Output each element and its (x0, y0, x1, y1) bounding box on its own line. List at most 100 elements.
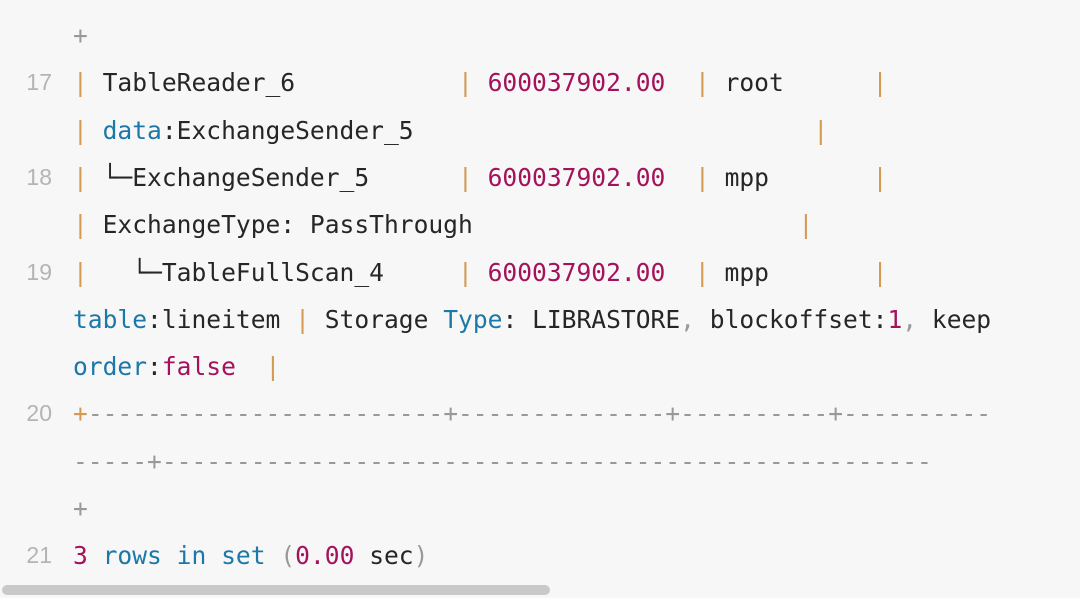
code-token: , (902, 304, 918, 334)
code-token: + (73, 399, 88, 429)
code-token: | (694, 162, 725, 192)
code-token: ------------------------ (87, 399, 444, 429)
code-token: keep (917, 304, 992, 334)
code-token: rows (102, 541, 162, 571)
code-text: + (73, 12, 88, 59)
code-token: ( (280, 541, 296, 571)
code-line: 17| TableReader_6 | 600037902.00 | root … (0, 59, 1080, 106)
code-text: | ExchangeType: PassThrough | (73, 201, 813, 248)
code-token: 3 (73, 541, 88, 571)
code-text: | TableReader_6 | 600037902.00 | root | (73, 59, 887, 106)
code-line: 21 3 rows in set (0.00 sec) (0, 532, 1080, 579)
code-token: sec (354, 541, 414, 571)
line-number: 20 (26, 400, 52, 427)
code-token: | (73, 68, 103, 98)
line-number: 19 (26, 258, 52, 285)
code-token: ---------- (680, 399, 829, 429)
code-token: └─TableFullScan_4 (132, 257, 458, 287)
code-token (206, 541, 221, 570)
code-token: | (458, 162, 488, 192)
code-token: + (443, 399, 458, 429)
code-text: | data:ExchangeSender_5 | (73, 107, 828, 154)
code-token: -------------- (458, 399, 666, 429)
code-token: └─ExchangeSender_5 (102, 162, 458, 192)
code-line: | ExchangeType: PassThrough | (0, 201, 1080, 248)
code-line: table:lineitem | Storage Type: LIBRASTOR… (0, 296, 1080, 343)
code-token: ---------- (843, 399, 992, 429)
code-text: 3 rows in set (0.00 sec) (73, 532, 428, 579)
code-token (665, 258, 695, 287)
code-token: ) (413, 541, 429, 571)
code-text: order:false | (73, 343, 280, 390)
code-token: | (73, 257, 133, 287)
code-token: : LIBRASTORE (502, 304, 681, 334)
code-token: :ExchangeSender_5 (161, 115, 814, 145)
code-token: root (724, 68, 873, 98)
code-token: | (265, 352, 281, 382)
code-token: ----------------------------------------… (161, 446, 932, 476)
code-token: TableReader_6 (102, 68, 458, 98)
code-line: 20+------------------------+------------… (0, 390, 1080, 437)
code-token: ExchangeType: PassThrough (102, 210, 799, 240)
code-token (665, 163, 695, 192)
code-token: + (73, 21, 88, 50)
scrollbar-thumb[interactable] (2, 585, 550, 595)
code-text: + (73, 485, 88, 532)
horizontal-scrollbar[interactable] (0, 582, 1080, 598)
code-token: | (813, 115, 829, 145)
code-token: blockoffset: (694, 304, 888, 334)
code-token: table (73, 304, 148, 334)
code-line: + (0, 485, 1080, 532)
code-token: + (73, 494, 88, 523)
code-token: false (161, 352, 236, 382)
code-token: + (665, 399, 681, 429)
code-token: mpp (724, 257, 873, 287)
code-token: | (295, 304, 325, 334)
code-token (665, 68, 695, 97)
code-token: 600037902.00 (487, 162, 666, 192)
code-token: | (872, 68, 888, 98)
code-token: | (73, 162, 103, 192)
code-token: | (872, 257, 888, 287)
line-number: 18 (26, 163, 52, 190)
code-token: | (458, 68, 488, 98)
code-token: order (73, 352, 148, 382)
code-text: +------------------------+--------------… (73, 390, 991, 437)
code-token (266, 541, 281, 570)
code-line: 19 | └─TableFullScan_4 | 600037902.00 | m… (0, 249, 1080, 296)
code-token: : (147, 352, 162, 382)
line-number: 21 (26, 542, 52, 569)
code-token: | (73, 210, 103, 240)
code-token: 600037902.00 (487, 257, 666, 287)
code-token: 0.00 (295, 541, 355, 571)
code-token: | (457, 257, 488, 287)
code-token: | (694, 68, 725, 98)
code-token: + (828, 399, 843, 429)
code-token: + (147, 446, 162, 476)
code-line: 18 | └─ExchangeSender_5 | 600037902.00 | … (0, 154, 1080, 201)
code-token: ----- (73, 446, 148, 476)
code-token: Storage (324, 304, 444, 334)
code-token: , (680, 304, 695, 334)
code-token: mpp (724, 162, 873, 192)
code-token (88, 541, 103, 570)
code-token: Type (443, 304, 503, 334)
code-token (162, 541, 177, 570)
code-token: | (694, 257, 725, 287)
code-token: in (176, 541, 207, 571)
code-text: -----+----------------------------------… (73, 438, 932, 485)
code-text: table:lineitem | Storage Type: LIBRASTOR… (73, 296, 991, 343)
code-token (236, 352, 266, 381)
code-text: | └─ExchangeSender_5 | 600037902.00 | mp… (73, 154, 887, 201)
code-text: | └─TableFullScan_4 | 600037902.00 | mpp… (73, 249, 887, 296)
code-token: 600037902.00 (487, 68, 666, 98)
code-token: | (798, 210, 814, 240)
code-token: data (102, 115, 162, 145)
code-token: 1 (887, 304, 903, 334)
code-line: order:false | (0, 343, 1080, 390)
code-line: + (0, 12, 1080, 59)
code-token: set (221, 541, 266, 571)
code-token: | (872, 162, 888, 192)
code-line: | data:ExchangeSender_5 | (0, 107, 1080, 154)
